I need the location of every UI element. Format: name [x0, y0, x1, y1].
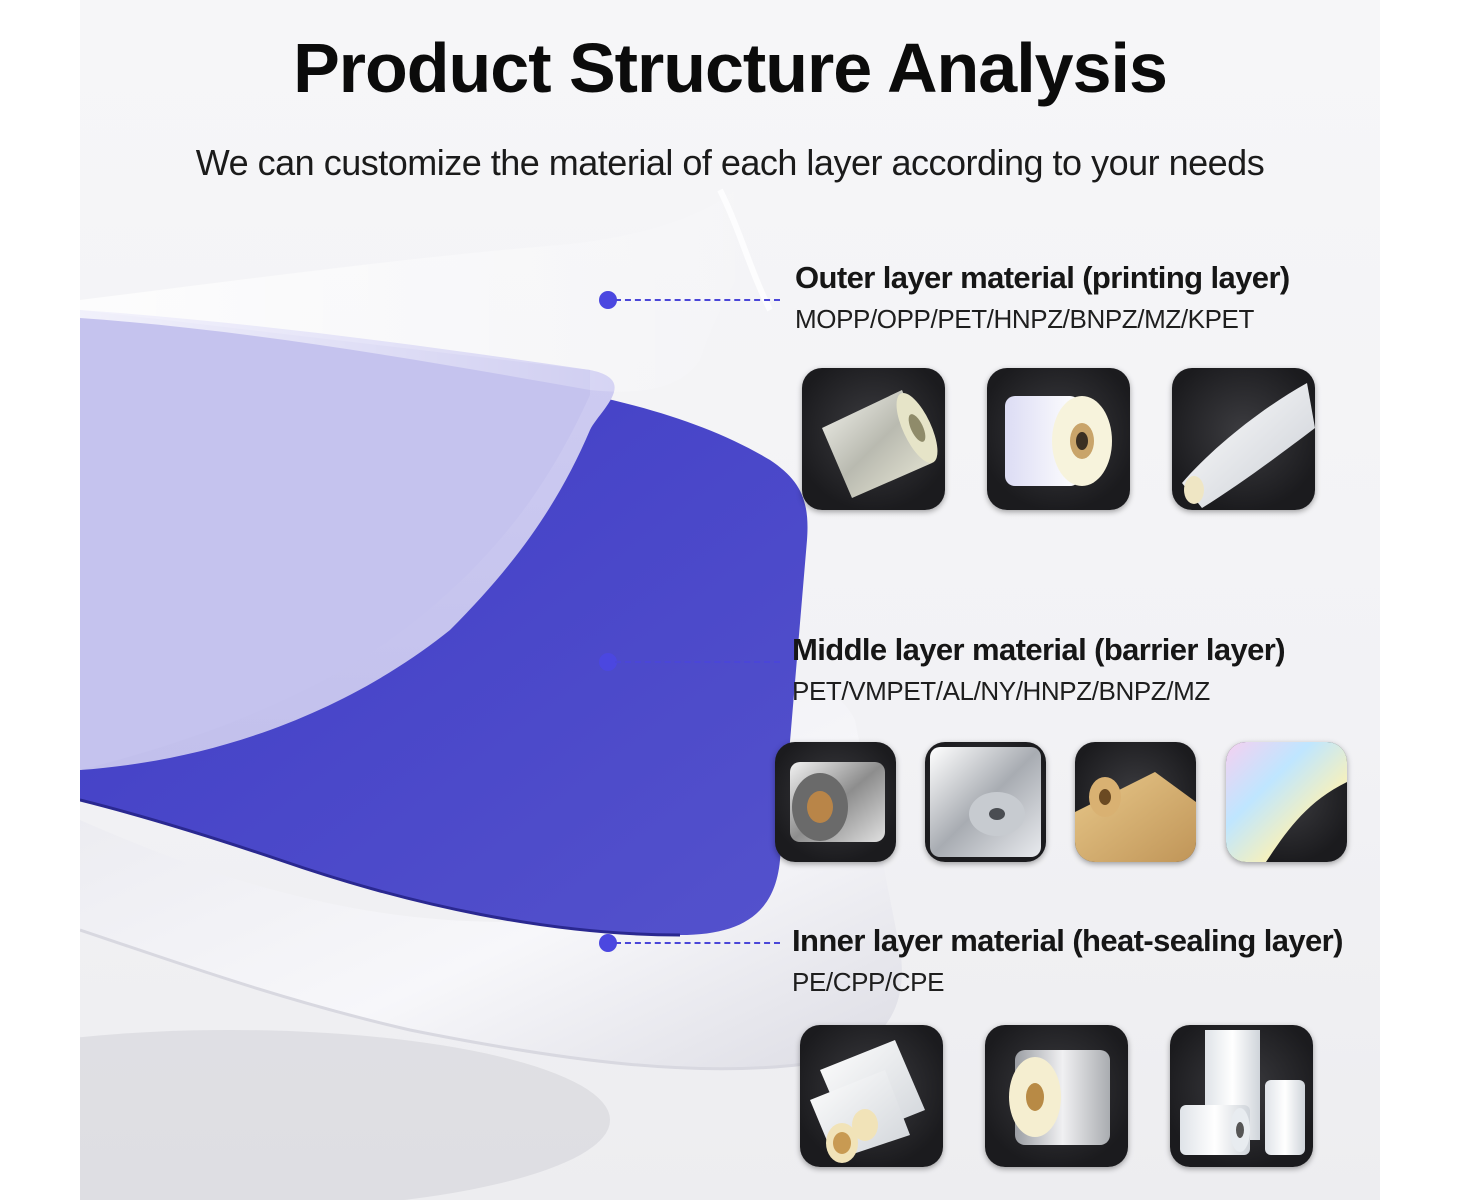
middle-layer-marker: [599, 653, 617, 671]
page-subtitle: We can customize the material of each la…: [195, 142, 1265, 183]
outer-layer-marker: [599, 291, 617, 309]
shadow: [80, 1030, 610, 1200]
outer-layer-materials: MOPP/OPP/PET/HNPZ/BNPZ/MZ/KPET: [795, 304, 1254, 334]
film-curl-highlight: [717, 188, 773, 312]
silver-film-roll-image: [985, 1025, 1128, 1167]
middle-layer-heading: Middle layer material (barrier layer): [792, 632, 1286, 667]
inner-layer-section: Inner layer material (heat-sealing layer…: [792, 923, 1343, 998]
metallized-film-roll-image: [775, 742, 896, 862]
pe-film-rolls-image: [800, 1025, 943, 1167]
translucent-film-sheet-image: [1172, 368, 1315, 510]
clear-film-roll-image: [802, 368, 945, 510]
middle-layer-materials: PET/VMPET/AL/NY/HNPZ/BNPZ/MZ: [792, 676, 1210, 706]
white-film-roll-image: [987, 368, 1130, 510]
kraft-paper-roll-image: [1075, 742, 1196, 862]
outer-layer-heading: Outer layer material (printing layer): [795, 260, 1290, 295]
middle-layer-sheet: [80, 395, 808, 935]
outer-layer-section: Outer layer material (printing layer) MO…: [795, 260, 1290, 335]
outer-layer-connector: [615, 299, 780, 301]
inner-layer-heading: Inner layer material (heat-sealing layer…: [792, 923, 1343, 958]
page-title: Product Structure Analysis: [293, 29, 1168, 107]
middle-layer-section: Middle layer material (barrier layer) PE…: [792, 632, 1286, 707]
inner-layer-marker: [599, 934, 617, 952]
top-transparent-film: [80, 185, 780, 392]
layer-structure-illustration: [80, 185, 902, 1200]
middle-layer-connector: [615, 661, 780, 663]
inner-layer-materials: PE/CPP/CPE: [792, 967, 945, 997]
structure-infographic: Product Structure Analysis We can custom…: [80, 0, 1380, 1200]
inner-layer-connector: [615, 942, 780, 944]
holographic-film-image: [1226, 742, 1347, 862]
inner-layer-edge: [80, 928, 821, 1071]
transparent-tube-rolls-image: [1170, 1025, 1313, 1167]
outer-layer-sheet-lower: [80, 310, 590, 770]
inner-layer-sheet: [80, 686, 902, 1069]
middle-layer-edge: [80, 798, 681, 937]
aluminum-foil-roll-image: [925, 742, 1046, 862]
